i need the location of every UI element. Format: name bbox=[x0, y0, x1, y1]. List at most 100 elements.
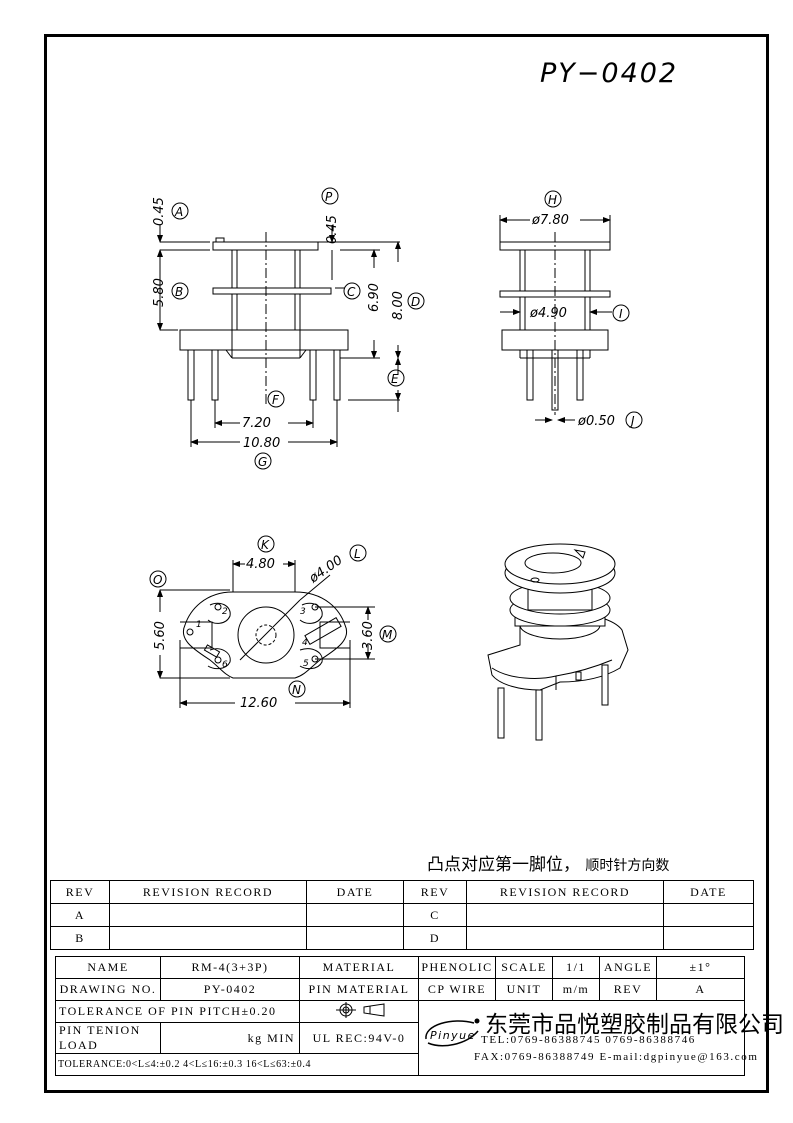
isometric-view bbox=[487, 543, 629, 741]
svg-text:A: A bbox=[174, 205, 183, 219]
scale-value: 1/1 bbox=[552, 956, 600, 979]
svg-text:E: E bbox=[391, 372, 399, 386]
marker-o: O bbox=[149, 570, 167, 588]
svg-text:N: N bbox=[292, 683, 301, 697]
record-cell bbox=[109, 926, 307, 950]
material-label: MATERIAL bbox=[299, 956, 419, 979]
dim-h-value: ø7.80 bbox=[531, 213, 569, 228]
svg-text:B: B bbox=[175, 285, 183, 299]
drawing-no-label: DRAWING NO. bbox=[55, 978, 161, 1001]
marker-g: G bbox=[254, 452, 272, 470]
rev-value: A bbox=[656, 978, 745, 1001]
name-label: NAME bbox=[55, 956, 161, 979]
svg-text:I: I bbox=[619, 307, 623, 321]
date-cell bbox=[306, 926, 404, 950]
dim-p-value: 0.45 bbox=[325, 215, 340, 244]
record-cell bbox=[109, 903, 307, 927]
svg-text:M: M bbox=[382, 628, 393, 642]
pin-orientation-note: 凸点对应第一脚位， 顺时针方向数 bbox=[427, 850, 669, 875]
date-header: DATE bbox=[306, 880, 404, 904]
material-value: PHENOLIC bbox=[418, 956, 496, 979]
marker-m: M bbox=[379, 625, 397, 643]
dim-k-value: 4.80 bbox=[246, 557, 275, 572]
pin-tension-label: PIN TENION LOAD bbox=[55, 1022, 161, 1054]
marker-f: F bbox=[267, 390, 285, 408]
rev-cell: B bbox=[50, 926, 110, 950]
svg-text:Pinyue: Pinyue bbox=[430, 1029, 476, 1042]
svg-text:C: C bbox=[347, 285, 356, 299]
marker-l: L bbox=[349, 544, 367, 562]
rev-cell: C bbox=[403, 903, 467, 927]
marker-p: P bbox=[321, 187, 339, 205]
ul-rating: UL REC:94V-0 bbox=[299, 1022, 419, 1054]
marker-j: J bbox=[625, 411, 643, 429]
date-cell bbox=[663, 903, 754, 927]
revision-row: A C bbox=[50, 903, 754, 927]
marker-c: C bbox=[343, 282, 361, 300]
company-tel: TEL:0769-86388745 0769-86388746 bbox=[481, 1034, 696, 1046]
revision-header-row: REV REVISION RECORD DATE REV REVISION RE… bbox=[50, 880, 754, 904]
svg-text:L: L bbox=[354, 547, 361, 561]
angle-label: ANGLE bbox=[599, 956, 657, 979]
rev-header: REV bbox=[50, 880, 110, 904]
svg-text:D: D bbox=[411, 295, 420, 309]
front-view-labels: 0.45 5.80 0.45 6.90 8.00 7.20 10.80 bbox=[152, 197, 406, 451]
dim-g-value: 10.80 bbox=[243, 436, 280, 451]
rev-cell: A bbox=[50, 903, 110, 927]
pin-number-4: 4 bbox=[302, 638, 308, 648]
revision-row: B D bbox=[50, 926, 754, 950]
pin-number-2: 2 bbox=[222, 607, 228, 617]
date-cell bbox=[306, 903, 404, 927]
bottom-view bbox=[157, 560, 375, 708]
front-view bbox=[157, 225, 401, 447]
rev-header-2: REV bbox=[403, 880, 467, 904]
pin-number-3: 3 bbox=[300, 607, 306, 617]
company-name: 东莞市品悦塑胶制品有限公司 bbox=[485, 1012, 784, 1038]
drawing-frame bbox=[44, 34, 769, 1093]
pin-number-5: 5 bbox=[303, 659, 309, 669]
note-main: 凸点对应第一脚位， bbox=[427, 855, 580, 875]
side-view bbox=[499, 215, 612, 423]
marker-i: I bbox=[612, 304, 630, 322]
svg-text:G: G bbox=[258, 455, 267, 469]
pin-tension-unit: kg MIN bbox=[160, 1022, 300, 1054]
title-block: NAME RM-4(3+3P) MATERIAL PHENOLIC SCALE … bbox=[55, 956, 784, 1076]
projection-icon bbox=[336, 1001, 385, 1018]
dim-f-value: 7.20 bbox=[242, 416, 271, 431]
svg-text:F: F bbox=[272, 393, 280, 407]
revision-table: REV REVISION RECORD DATE REV REVISION RE… bbox=[50, 880, 754, 950]
unit-value: m/m bbox=[552, 978, 600, 1001]
note-small: 顺时针方向数 bbox=[585, 858, 670, 874]
revision-record-header-2: REVISION RECORD bbox=[466, 880, 664, 904]
angle-value: ±1° bbox=[656, 956, 745, 979]
company-logo: Pinyue bbox=[425, 1018, 480, 1047]
name-value: RM-4(3+3P) bbox=[160, 956, 300, 979]
marker-b: B bbox=[171, 282, 189, 300]
rev-cell: D bbox=[403, 926, 467, 950]
rev-label: REV bbox=[599, 978, 657, 1001]
tolerance-pin-pitch: TOLERANCE OF PIN PITCH±0.20 bbox=[55, 1000, 300, 1023]
projection-symbol bbox=[299, 1000, 419, 1023]
unit-label: UNIT bbox=[495, 978, 553, 1001]
scale-label: SCALE bbox=[495, 956, 553, 979]
pin-material-label: PIN MATERIAL bbox=[299, 978, 419, 1001]
marker-d: D bbox=[407, 292, 425, 310]
dim-i-value: ø4.90 bbox=[529, 306, 567, 321]
dim-m-value: 3.60 bbox=[361, 621, 376, 650]
marker-h: H bbox=[544, 190, 562, 208]
date-header-2: DATE bbox=[663, 880, 754, 904]
marker-a: A bbox=[171, 202, 189, 220]
dim-o-value: 5.60 bbox=[153, 621, 168, 650]
pin-number-1: 1 bbox=[196, 620, 202, 630]
dim-l-value: ø4.00 bbox=[306, 553, 346, 587]
record-cell bbox=[466, 926, 664, 950]
pin-material-value: CP WIRE bbox=[418, 978, 496, 1001]
dim-a-value: 0.45 bbox=[152, 197, 167, 226]
side-view-labels: ø7.80 ø4.90 ø0.50 bbox=[529, 213, 615, 429]
record-cell bbox=[466, 903, 664, 927]
company-block: Pinyue 东莞市品悦塑胶制品有限公司 TEL:0769-86388745 0… bbox=[418, 1000, 784, 1076]
general-tolerance: TOLERANCE:0<L≤4:±0.2 4<L≤16:±0.3 16<L≤63… bbox=[55, 1053, 419, 1076]
drawing-no-value: PY-0402 bbox=[160, 978, 300, 1001]
dim-j-value: ø0.50 bbox=[577, 414, 615, 429]
